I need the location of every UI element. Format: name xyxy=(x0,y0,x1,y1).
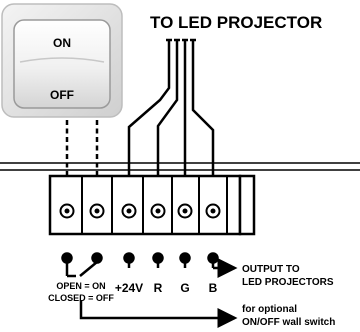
terminal-label-g: G xyxy=(180,281,189,295)
switch-contact xyxy=(79,261,98,277)
terminal-screw-6 xyxy=(205,203,221,219)
pin-symbols xyxy=(61,252,238,328)
wire-24v xyxy=(127,40,171,200)
terminal-block xyxy=(48,174,256,236)
terminal-screw-2 xyxy=(89,203,105,219)
projector-wires xyxy=(127,40,215,200)
terminal-screw-5 xyxy=(177,203,193,219)
optional-label-line1: for optional xyxy=(242,304,297,315)
terminal-screw-3 xyxy=(121,203,137,219)
wire-b xyxy=(191,40,215,200)
terminal-label-r: R xyxy=(154,281,163,295)
switch-wires xyxy=(65,120,99,200)
optional-label-line2: ON/OFF wall switch xyxy=(242,317,335,328)
switch-rocker xyxy=(13,19,111,109)
closed-state-label: CLOSED = OFF xyxy=(48,293,114,303)
switch-off-label: OFF xyxy=(50,88,74,102)
output-label-line2: LED PROJECTORS xyxy=(242,277,334,288)
terminal-label-24v: +24V xyxy=(115,281,143,295)
terminal-screw-4 xyxy=(150,203,166,219)
open-state-label: OPEN = ON xyxy=(56,281,105,291)
wall-switch: ON OFF xyxy=(1,3,123,118)
terminal-end-cap xyxy=(238,174,256,236)
pin-2 xyxy=(91,252,103,264)
terminal-screw-1 xyxy=(59,203,75,219)
terminal-label-b: B xyxy=(209,281,218,295)
rocker-divider xyxy=(19,57,105,63)
optional-switch-arrow xyxy=(79,300,238,328)
switch-on-label: ON xyxy=(53,36,71,50)
pcb-board xyxy=(0,162,360,171)
diagram-title: TO LED PROJECTOR xyxy=(150,13,322,32)
output-label-line1: OUTPUT TO xyxy=(242,264,300,275)
